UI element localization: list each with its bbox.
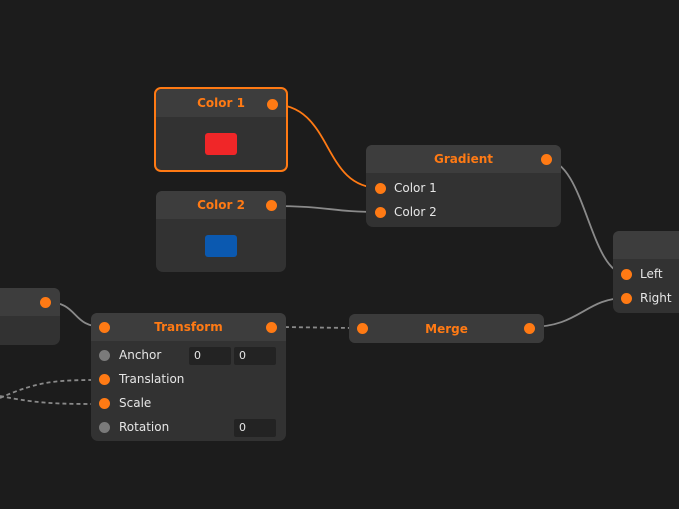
- input-port-left[interactable]: [621, 269, 632, 280]
- node-header[interactable]: Merge: [349, 314, 544, 343]
- color-swatch[interactable]: [205, 133, 237, 155]
- color-swatch[interactable]: [205, 235, 237, 257]
- node-gradient[interactable]: Gradient Color 1 Color 2: [366, 145, 561, 227]
- node-header[interactable]: [613, 231, 679, 259]
- wire-color1-to-gradient[interactable]: [270, 103, 381, 189]
- input-label: Rotation: [119, 420, 170, 434]
- output-port[interactable]: [266, 200, 277, 211]
- output-port[interactable]: [266, 322, 277, 333]
- node-header[interactable]: Gradient: [366, 145, 561, 173]
- input-label: Color 2: [394, 205, 437, 219]
- input-port-scale[interactable]: [99, 398, 110, 409]
- input-label: Right: [640, 291, 672, 305]
- node-title: Color 2: [197, 198, 245, 212]
- input-port-rotation[interactable]: [99, 422, 110, 433]
- input-port-color-2[interactable]: [375, 207, 386, 218]
- input-port-translation[interactable]: [99, 374, 110, 385]
- input-port-main[interactable]: [99, 322, 110, 333]
- input-port-right[interactable]: [621, 293, 632, 304]
- node-color-1[interactable]: Color 1: [154, 87, 288, 172]
- node-transform[interactable]: Transform Anchor 0 0 Translation Scale R…: [91, 313, 286, 441]
- rotation-field[interactable]: 0: [234, 419, 276, 437]
- input-label: Anchor: [119, 348, 162, 362]
- input-port[interactable]: [357, 323, 368, 334]
- node-offscreen-left[interactable]: [0, 288, 60, 345]
- wire-offscreen-to-scale[interactable]: [0, 395, 105, 405]
- wire-merge-to-output-right[interactable]: [529, 297, 627, 328]
- input-label: Color 1: [394, 181, 437, 195]
- node-title: Transform: [154, 320, 223, 334]
- wire-color2-to-gradient[interactable]: [270, 205, 381, 213]
- node-title: Color 1: [197, 96, 245, 110]
- wire-offscreen-to-translation[interactable]: [0, 379, 105, 399]
- node-header[interactable]: Transform: [91, 313, 286, 341]
- output-port[interactable]: [524, 323, 535, 334]
- anchor-y-field[interactable]: 0: [234, 347, 276, 365]
- node-header[interactable]: Color 2: [156, 191, 286, 219]
- node-merge[interactable]: Merge: [349, 314, 544, 343]
- node-title: Gradient: [434, 152, 493, 166]
- output-port[interactable]: [40, 297, 51, 308]
- node-color-2[interactable]: Color 2: [156, 191, 286, 272]
- input-label: Translation: [119, 372, 185, 386]
- output-port[interactable]: [267, 99, 278, 110]
- input-label: Left: [640, 267, 663, 281]
- node-output[interactable]: Left Right: [613, 231, 679, 313]
- node-header[interactable]: [0, 288, 60, 316]
- input-port-anchor[interactable]: [99, 350, 110, 361]
- output-port[interactable]: [541, 154, 552, 165]
- node-header[interactable]: Color 1: [156, 89, 286, 117]
- anchor-x-field[interactable]: 0: [189, 347, 231, 365]
- input-label: Scale: [119, 396, 152, 410]
- input-port-color-1[interactable]: [375, 183, 386, 194]
- node-title: Merge: [425, 321, 468, 336]
